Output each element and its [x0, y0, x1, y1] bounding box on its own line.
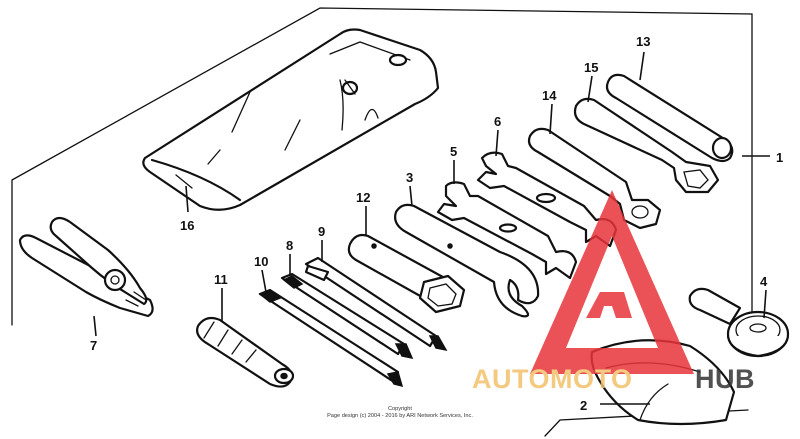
box-wrench-15[interactable]	[573, 97, 720, 194]
label-8: 8	[286, 238, 293, 253]
screwdriver-bit-8[interactable]	[280, 272, 414, 360]
watermark-letter-a-icon	[586, 292, 632, 318]
label-5: 5	[450, 144, 457, 159]
label-16: 16	[180, 218, 194, 233]
label-10: 10	[254, 254, 268, 269]
label-12: 12	[356, 190, 370, 205]
label-2: 2	[580, 398, 587, 413]
label-15: 15	[584, 60, 598, 75]
watermark-triangle-icon	[530, 190, 694, 374]
pliers-7[interactable]	[18, 216, 154, 318]
label-14: 14	[542, 88, 557, 103]
extension-bar-13[interactable]	[605, 73, 734, 163]
watermark-text-light: AUTOMOTO	[472, 364, 633, 394]
watermark-logo: AUTOMOTO HUB	[472, 190, 755, 394]
open-end-wrench-5[interactable]	[436, 181, 578, 280]
part-number-labels: 13 15 14 6 5 3 12 9 8 10 11 7 16 4 2 1	[90, 34, 783, 413]
label-6: 6	[494, 114, 501, 129]
copyright-notice: Copyright Page design (c) 2004 - 2016 by…	[327, 406, 473, 419]
label-7: 7	[90, 338, 97, 353]
copyright-line-2: Page design (c) 2004 - 2016 by ARI Netwo…	[327, 413, 473, 419]
copyright-line-1: Copyright	[388, 406, 412, 412]
spark-plug-wrench-12[interactable]	[347, 233, 466, 314]
box-wrench-14[interactable]	[527, 127, 662, 230]
leader-lines	[93, 51, 770, 405]
label-4: 4	[760, 274, 768, 289]
watermark-text-dark: HUB	[695, 364, 755, 394]
label-9: 9	[318, 224, 325, 239]
screwdriver-bit-9[interactable]	[304, 256, 448, 352]
label-13: 13	[636, 34, 650, 49]
label-3: 3	[406, 170, 413, 185]
pin-spanner-3[interactable]	[394, 203, 540, 318]
screwdriver-handle-11[interactable]	[196, 316, 295, 388]
tool-bag-16[interactable]	[142, 28, 440, 211]
label-11: 11	[214, 272, 228, 287]
tire-gauge-4[interactable]	[688, 287, 790, 358]
label-1: 1	[776, 150, 783, 165]
